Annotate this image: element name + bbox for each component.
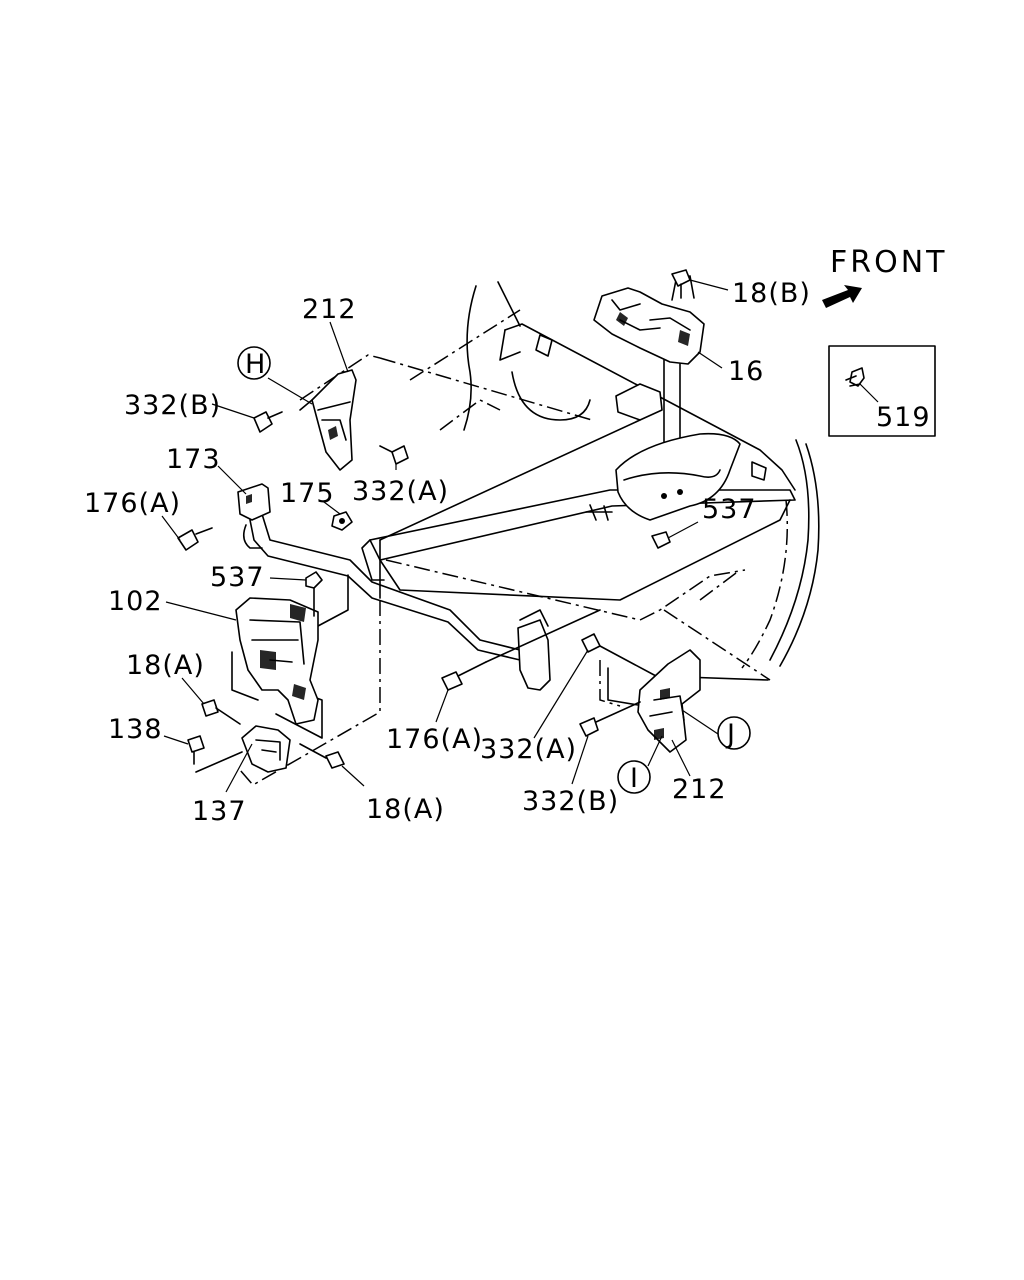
- callout-18a-left: 18(A): [126, 650, 205, 681]
- callout-537-right: 537: [702, 494, 757, 525]
- bolt-332a-top-icon: [379, 445, 409, 465]
- callout-18b: 18(B): [732, 278, 811, 309]
- callout-102: 102: [108, 586, 163, 617]
- leader-lines: [161, 279, 729, 793]
- callout-212-top: 212: [302, 294, 357, 325]
- callout-537-left: 537: [210, 562, 265, 593]
- callout-137: 137: [192, 796, 247, 827]
- front-label: FRONT: [830, 245, 947, 280]
- bolt-18b-icon: [671, 269, 691, 299]
- bracket-212-lower: [637, 649, 701, 753]
- callout-173: 173: [166, 444, 221, 475]
- callout-175: 175: [280, 478, 335, 509]
- bolt-176a-left-icon: [177, 527, 213, 551]
- callout-18a-bottom: 18(A): [366, 794, 445, 825]
- frame-structure: [195, 281, 820, 786]
- callout-labels: 212 332(B) 332(A) 173 176(A) 175 537 102…: [84, 278, 811, 827]
- bolt-18a-left-icon: [201, 699, 241, 725]
- bolt-176a-mid-icon: [441, 661, 487, 691]
- callout-332a-top: 332(A): [352, 476, 449, 507]
- callout-H: H: [245, 349, 266, 380]
- bolt-332a-right-icon: [581, 633, 601, 653]
- bracket-212-upper: [299, 369, 357, 471]
- fasteners: [177, 269, 691, 769]
- nut-537-left-icon: [305, 571, 323, 617]
- bracket-173: [237, 483, 271, 521]
- callout-332b-top: 332(B): [124, 390, 221, 421]
- floor-pan: [615, 432, 741, 521]
- ref-H: H: [237, 346, 271, 380]
- connector-102: [235, 597, 319, 725]
- bolt-138-icon: [187, 735, 205, 765]
- callout-138: 138: [108, 714, 163, 745]
- ref-J: J: [717, 716, 751, 750]
- callout-212-right: 212: [672, 774, 727, 805]
- front-indicator: FRONT: [822, 245, 947, 308]
- inset-frame: [828, 345, 936, 437]
- nut-537-right-icon: [651, 531, 671, 549]
- callout-176a-left: 176(A): [84, 488, 181, 519]
- inset-box-519: 519: [828, 345, 936, 437]
- bolt-18a-bottom-icon: [299, 743, 345, 769]
- callout-332a-right: 332(A): [480, 734, 577, 765]
- bracket-137: [241, 725, 291, 773]
- front-arrow-icon: [822, 285, 862, 308]
- callout-16: 16: [728, 356, 764, 387]
- callout-176a-mid: 176(A): [386, 724, 483, 755]
- callout-519: 519: [876, 402, 931, 433]
- bolt-332b-right-icon: [579, 701, 641, 737]
- bracket-16: [593, 275, 705, 501]
- clip-519-icon: [845, 367, 879, 403]
- nut-175-icon: [331, 511, 353, 531]
- callout-J: J: [725, 719, 736, 750]
- bolt-332b-top-icon: [253, 411, 283, 433]
- callout-I: I: [630, 763, 639, 794]
- callout-332b-right: 332(B): [522, 786, 619, 817]
- ref-I: I: [617, 760, 651, 794]
